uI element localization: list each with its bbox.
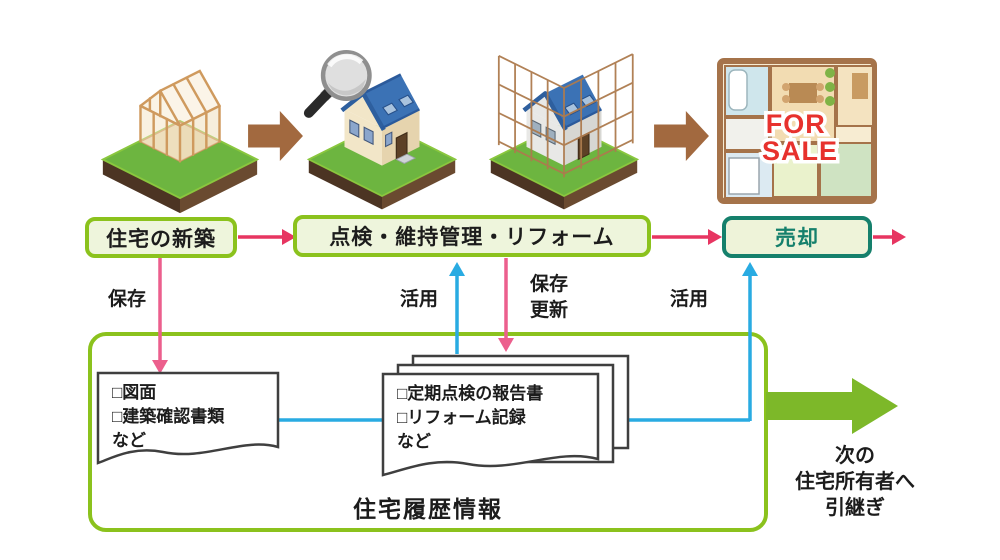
doc1-line-2: □建築確認書類 <box>112 407 225 426</box>
doc1-line-1: □図面 <box>112 383 157 402</box>
flow-arrow-3 <box>873 229 906 245</box>
stage-box-sale: 売却 <box>722 216 872 258</box>
stage-arrow-2-icon <box>654 110 710 167</box>
handover-arrow-icon <box>766 374 902 443</box>
handover-line-1: 次の <box>835 445 875 467</box>
doc2-line-3: など <box>397 432 431 451</box>
handover-line-3: 引継ぎ <box>825 497 885 519</box>
house-frame-icon <box>100 69 260 214</box>
stage-arrow-1-icon <box>248 110 304 167</box>
stage-maintenance-label: 点検・維持管理・リフォーム <box>329 226 615 249</box>
housing-history-label: 住宅履歴情報 <box>353 496 503 522</box>
flow-arrow-1 <box>238 229 296 245</box>
stage-sale-label: 売却 <box>775 227 819 250</box>
house-construction-illustration <box>90 40 270 215</box>
save-label: 保存 <box>107 289 146 310</box>
stage-box-new-construction: 住宅の新築 <box>85 217 237 258</box>
doc2-line-1: □定期点検の報告書 <box>397 384 544 403</box>
house-inspection-illustration <box>292 38 472 213</box>
stage-new-construction-label: 住宅の新築 <box>106 227 216 251</box>
use-label-left: 活用 <box>399 289 438 310</box>
save-update-line-1: 保存 <box>529 274 568 295</box>
handover-line-2: 住宅所有者へ <box>795 471 915 493</box>
house-renovation-illustration <box>470 38 658 213</box>
document-reports-text: □定期点検の報告書 □リフォーム記録 など <box>397 382 543 454</box>
floor-plan-for-sale-illustration: FOR SALE <box>716 57 878 205</box>
for-sale-text: FOR SALE <box>762 109 838 166</box>
doc2-line-2: □リフォーム記録 <box>397 408 526 427</box>
scaffolding-grid <box>497 53 634 178</box>
document-drawings-text: □図面 □建築確認書類 など <box>112 381 224 453</box>
save-update-label: 保存 更新 <box>520 272 578 324</box>
magnifying-glass-icon <box>303 50 372 118</box>
save-update-line-2: 更新 <box>529 300 568 321</box>
stage-box-maintenance: 点検・維持管理・リフォーム <box>293 215 651 257</box>
use-label-right: 活用 <box>669 289 708 310</box>
handover-label: 次の 住宅所有者へ 引継ぎ <box>770 443 940 521</box>
doc1-line-3: など <box>112 431 146 450</box>
flow-arrow-2 <box>652 229 722 245</box>
